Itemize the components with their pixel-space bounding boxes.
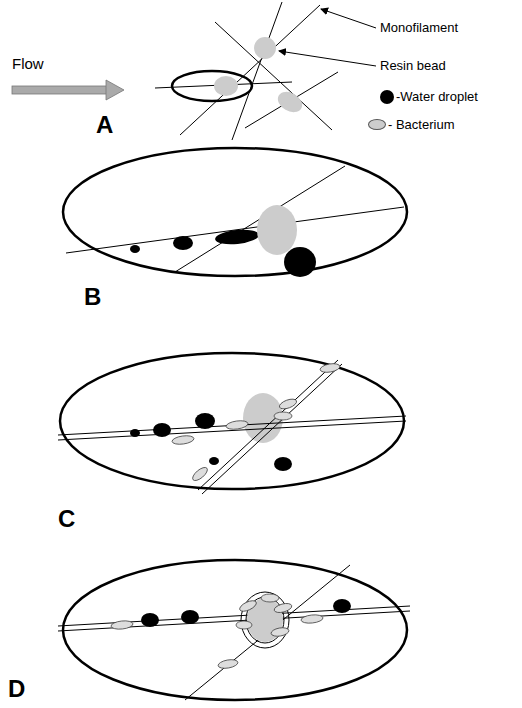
legend-entry: - Bacterium xyxy=(368,117,454,132)
legend-entry: -Water droplet xyxy=(380,89,478,104)
panel-letter: C xyxy=(58,506,75,532)
legend-text: - Bacterium xyxy=(388,117,454,132)
flow-arrow xyxy=(12,80,124,100)
leader-line xyxy=(279,51,376,66)
resin-bead xyxy=(214,76,238,96)
panel-c xyxy=(58,353,406,494)
legend-text: -Water droplet xyxy=(396,89,478,104)
part-label: Monofilament xyxy=(380,21,458,35)
legend-swatch xyxy=(380,90,394,104)
panel-b xyxy=(63,148,407,277)
panel-letter: A xyxy=(96,112,113,138)
zoom-ring xyxy=(172,71,252,101)
leader-line xyxy=(321,9,376,28)
panel-d xyxy=(58,560,410,700)
part-label: Resin bead xyxy=(380,59,446,73)
panel-letter: B xyxy=(84,284,101,310)
resin-bead xyxy=(274,88,306,117)
legend-swatch xyxy=(368,119,386,130)
filament-web xyxy=(155,2,338,140)
resin-bead xyxy=(254,37,276,59)
flow-label: Flow xyxy=(12,56,44,73)
panel-letter: D xyxy=(8,676,25,702)
